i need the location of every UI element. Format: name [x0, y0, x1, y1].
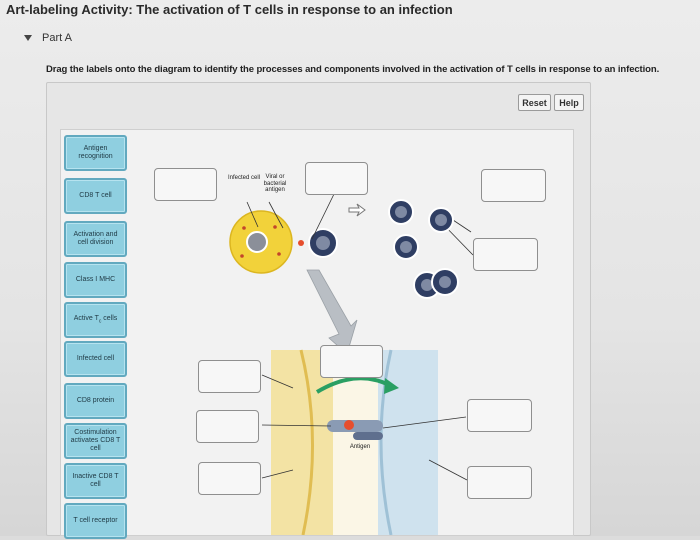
leader-line: [261, 424, 332, 427]
label-antigen-recognition[interactable]: Antigen recognition: [64, 135, 127, 171]
antigen-dot: [240, 254, 244, 258]
drop-target-2[interactable]: [305, 162, 368, 195]
caret-down-icon: [24, 35, 32, 41]
drop-target-5[interactable]: [320, 345, 383, 378]
receptor-contact: [298, 240, 304, 246]
costimulation-arrow: [315, 376, 392, 394]
drop-target-3[interactable]: [481, 169, 546, 202]
leader-line: [246, 201, 259, 228]
help-button[interactable]: Help: [554, 94, 584, 111]
viral-antigen-caption: Viral or bacterial antigen: [263, 174, 287, 194]
antigen-peptide: [344, 420, 354, 430]
drop-target-8[interactable]: [467, 399, 532, 432]
reset-button[interactable]: Reset: [518, 94, 551, 111]
drop-target-7[interactable]: [196, 410, 259, 443]
antigen-caption: Antigen: [349, 444, 371, 450]
label-class-i-mhc[interactable]: Class I MHC: [64, 262, 127, 298]
costimulation-arrowhead: [384, 378, 399, 394]
tcr-complex: [327, 420, 383, 432]
infected-cell-nucleus: [246, 231, 268, 253]
antigen-dot: [242, 226, 246, 230]
label-active-tc-cells[interactable]: Active Tc cells: [64, 302, 127, 338]
t-cell-nucleus: [400, 241, 412, 253]
part-label: Part A: [42, 32, 72, 44]
arrow-right-icon: [348, 203, 366, 217]
leader-line: [261, 469, 294, 479]
leader-line: [268, 201, 284, 229]
leader-line: [311, 191, 336, 240]
label-cd8-t-cell[interactable]: CD8 T cell: [64, 178, 127, 214]
part-a-toggle[interactable]: Part A: [24, 32, 72, 44]
t-cell-nucleus: [395, 206, 407, 218]
membrane-curve-left: [299, 349, 314, 536]
cd8-protein-shape: [353, 432, 383, 440]
instructions-text: Drag the labels onto the diagram to iden…: [46, 64, 660, 75]
drop-target-9[interactable]: [198, 462, 261, 495]
zoom-arrow-icon: [306, 269, 358, 355]
t-cell-nucleus: [435, 214, 447, 226]
t-cell-docking-nucleus: [316, 236, 330, 250]
label-inactive-cd8-t-cell[interactable]: Inactive CD8 T cell: [64, 463, 127, 499]
leader-line: [261, 374, 294, 389]
t-cell-nucleus: [421, 279, 433, 291]
drop-target-1[interactable]: [154, 168, 217, 201]
label-costimulation[interactable]: Costimulation activates CD8 T cell: [64, 423, 127, 459]
label-infected-cell[interactable]: Infected cell: [64, 341, 127, 377]
antigen-dot: [273, 225, 277, 229]
diagram-art: [229, 191, 474, 536]
drop-target-6[interactable]: [198, 360, 261, 393]
infected-cell-caption: Infected cell: [227, 175, 261, 181]
t-cell-nucleus: [439, 276, 451, 288]
label-activation-cell-division[interactable]: Activation and cell division: [64, 221, 127, 257]
infected-cell-membrane: [271, 350, 333, 535]
drop-target-10[interactable]: [467, 466, 532, 499]
membrane-curve-right: [379, 349, 393, 536]
activity-title: Art-labeling Activity: The activation of…: [6, 2, 453, 17]
antigen-dot: [277, 252, 281, 256]
drop-target-4[interactable]: [473, 238, 538, 271]
leader-line: [428, 459, 468, 481]
label-cd8-protein[interactable]: CD8 protein: [64, 383, 127, 419]
leader-line: [382, 416, 467, 429]
label-t-cell-receptor[interactable]: T cell receptor: [64, 503, 127, 539]
